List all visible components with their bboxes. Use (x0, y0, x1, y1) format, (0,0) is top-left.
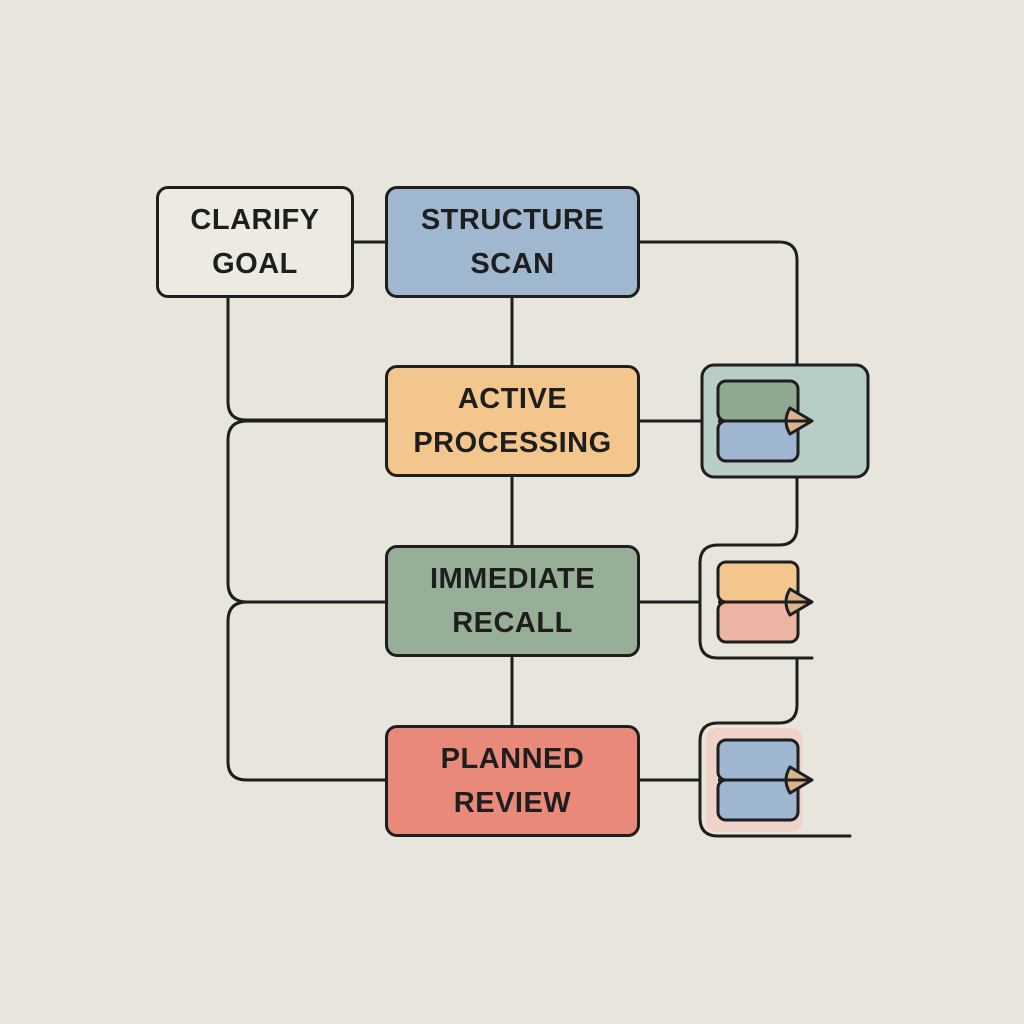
connector-panel-recall-widget (698, 475, 814, 660)
planned-review-line2: REVIEW (453, 787, 572, 819)
clarify-goal-line2: GOAL (212, 248, 298, 280)
connector-clarify-active (226, 296, 387, 422)
clarify-goal-node: CLARIFY GOAL (156, 186, 354, 298)
connector-recall-review-widget (698, 656, 852, 838)
recall-output-widget (716, 560, 814, 644)
connector-structure-panel (638, 240, 799, 367)
planned-review-line1: PLANNED (440, 743, 585, 775)
immediate-recall-line2: RECALL (452, 607, 573, 639)
active-processing-line1: ACTIVE (457, 383, 568, 415)
planned-review-node: PLANNED REVIEW (385, 725, 640, 837)
active-output-pin-icon (718, 406, 814, 436)
connector-left-loop-review (226, 600, 387, 782)
review-output-widget (706, 728, 814, 832)
structure-scan-line2: SCAN (470, 248, 555, 280)
active-processing-line2: PROCESSING (413, 427, 612, 459)
connector-left-loop-recall (226, 419, 387, 604)
active-processing-node: ACTIVE PROCESSING (385, 365, 640, 477)
clarify-goal-line1: CLARIFY (190, 204, 320, 236)
active-output-widget (700, 363, 870, 479)
structure-scan-node: STRUCTURE SCAN (385, 186, 640, 298)
review-output-pin-icon (718, 765, 814, 795)
immediate-recall-node: IMMEDIATE RECALL (385, 545, 640, 657)
structure-scan-line1: STRUCTURE (420, 204, 605, 236)
recall-output-pin-icon (718, 587, 814, 617)
immediate-recall-line1: IMMEDIATE (429, 563, 596, 595)
